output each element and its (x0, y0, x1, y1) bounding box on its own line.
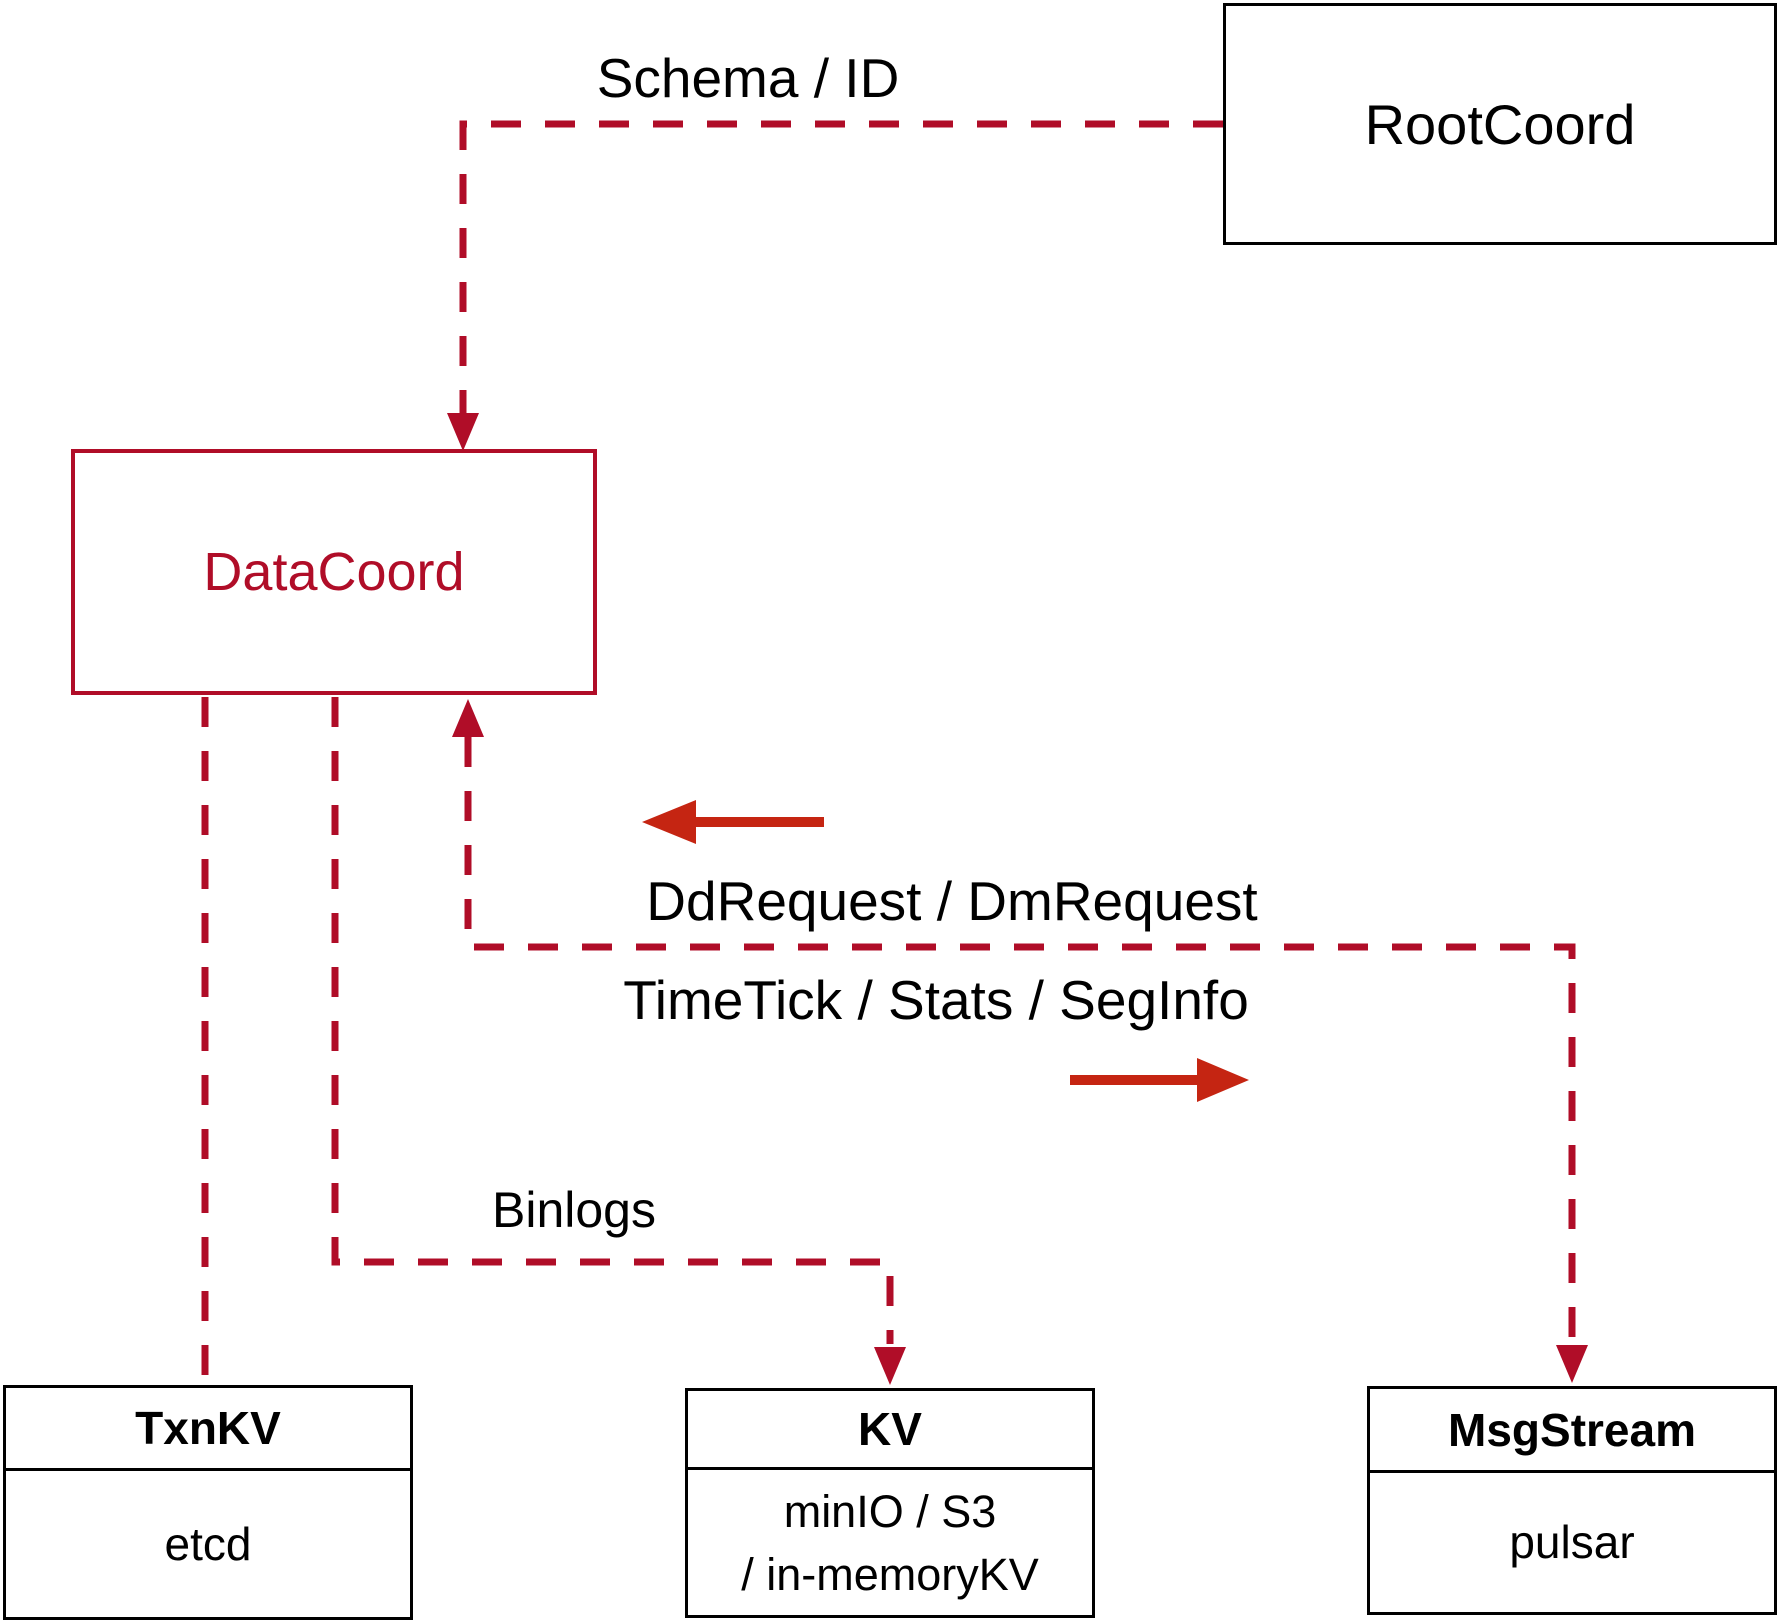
edge-rootcoord-to-datacoord (459, 120, 1223, 436)
node-txnkv-body: etcd (164, 1517, 252, 1570)
node-rootcoord: RootCoord (1223, 3, 1777, 245)
node-msgstream-body: pulsar (1509, 1516, 1635, 1568)
node-msgstream-title: MsgStream (1370, 1389, 1774, 1473)
arrowhead-into-datacoord-top-icon (447, 413, 479, 451)
node-kv-title: KV (688, 1391, 1092, 1470)
arrowhead-into-msgstream-top-icon (1556, 1345, 1588, 1383)
node-datacoord: DataCoord (71, 449, 597, 695)
edge-datacoord-to-kv (331, 697, 894, 1344)
node-msgstream: MsgStream pulsar (1367, 1386, 1777, 1615)
node-kv-body-line1: minIO / S3 (783, 1485, 997, 1537)
arrowhead-into-kv-top-icon (874, 1347, 906, 1385)
node-kv-body-line2: / in-memoryKV (741, 1548, 1039, 1600)
edge-label-binlogs: Binlogs (492, 1182, 656, 1238)
arrowhead-into-datacoord-bottom-icon (452, 699, 484, 737)
node-kv: KV minIO / S3 / in-memoryKV (685, 1388, 1095, 1618)
node-txnkv: TxnKV etcd (3, 1385, 413, 1620)
edge-label-ddrequest-dmrequest: DdRequest / DmRequest (646, 870, 1258, 932)
left-direction-arrow-icon (642, 800, 824, 844)
node-rootcoord-label: RootCoord (1364, 92, 1636, 156)
edge-msgstream-to-datacoord (464, 737, 1576, 1342)
edge-label-timetick-stats-seginfo: TimeTick / Stats / SegInfo (623, 969, 1249, 1031)
node-datacoord-label: DataCoord (203, 542, 465, 602)
edge-label-schema-id: Schema / ID (596, 47, 900, 109)
right-direction-arrow-icon (1070, 1058, 1249, 1102)
node-txnkv-title: TxnKV (6, 1388, 410, 1471)
